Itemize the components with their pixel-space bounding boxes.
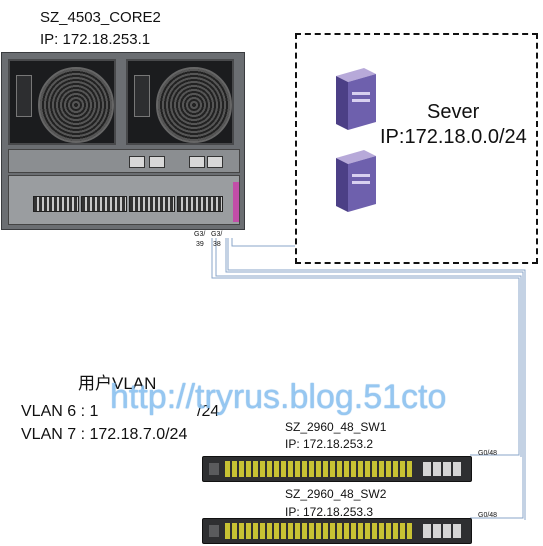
vlan-title: 用户VLAN <box>78 374 157 393</box>
core-port-label-1: G3/ <box>194 231 206 238</box>
core-port-label-4: 38 <box>213 241 221 248</box>
access-switch-2 <box>202 518 472 544</box>
core-switch-ip: IP: 172.18.253.1 <box>40 31 151 48</box>
server-name: Sever <box>427 101 480 123</box>
switch2-name: SZ_2960_48_SW2 <box>285 487 387 501</box>
server-cluster-box <box>295 33 538 264</box>
link-core-sw2-b <box>227 238 526 520</box>
server-icon <box>336 68 376 130</box>
core-switch-name: SZ_4503_CORE2 <box>40 9 161 26</box>
switch2-port: G0/48 <box>478 512 498 519</box>
vlan-6: VLAN 6 : 1 <box>21 403 99 420</box>
switch1-port: G0/48 <box>478 450 498 457</box>
power-supply-1 <box>8 59 116 145</box>
link-core-sw1 <box>211 238 520 456</box>
watermark: http://tryrus.blog.51cto <box>110 378 447 416</box>
server-icon <box>336 150 376 212</box>
access-switch-1 <box>202 456 472 482</box>
power-supply-2 <box>126 59 234 145</box>
switch1-ip: IP: 172.18.253.2 <box>285 437 374 451</box>
switch1-name: SZ_2960_48_SW1 <box>285 420 387 434</box>
core-port-label-3: 39 <box>196 241 204 248</box>
link-core-sw2 <box>225 238 524 519</box>
vlan-7: VLAN 7 : 172.18.7.0/24 <box>21 426 188 443</box>
vlan-6-mask: /24 <box>197 403 220 420</box>
line-card <box>8 175 240 225</box>
server-ip: IP:172.18.0.0/24 <box>380 126 527 148</box>
link-core-server <box>231 238 295 247</box>
core-switch-chassis <box>1 52 245 230</box>
switch2-ip: IP: 172.18.253.3 <box>285 505 374 519</box>
link-core-sw1-b <box>215 238 522 457</box>
supervisor-module <box>8 149 240 173</box>
core-port-label-2: G3/ <box>211 231 223 238</box>
